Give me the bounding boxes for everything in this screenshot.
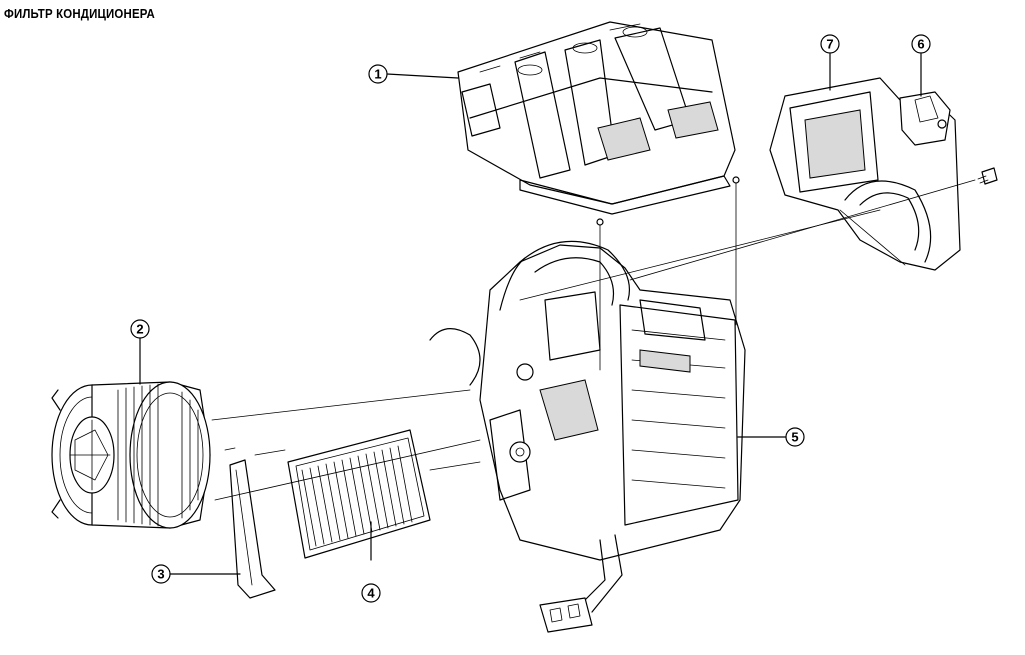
- screw: [977, 167, 998, 185]
- callout-label: 5: [791, 430, 798, 445]
- callout-label: 3: [157, 567, 164, 582]
- callout-7: 7: [820, 34, 840, 54]
- cabin-filter-part-4: [287, 429, 431, 559]
- callout-3: 3: [151, 564, 171, 584]
- callout-label: 4: [367, 586, 375, 601]
- leader-lines: [139, 53, 922, 575]
- page-title: ФИЛЬТР КОНДИЦИОНЕРА: [4, 6, 156, 21]
- callout-1: 1: [368, 64, 388, 84]
- callout-2: 2: [130, 319, 150, 339]
- callout-label: 6: [917, 37, 924, 52]
- callout-6: 6: [911, 34, 931, 54]
- air-duct-part-1: [457, 21, 740, 226]
- callout-label: 7: [826, 37, 833, 52]
- filter-cover-part-3: [229, 459, 276, 599]
- blower-fan-part-2: [51, 381, 211, 529]
- callout-5: 5: [785, 427, 805, 447]
- alignment-lines: [211, 179, 976, 501]
- resistor-part-6: [899, 91, 951, 146]
- callout-label: 2: [136, 322, 143, 337]
- callout-4: 4: [361, 583, 381, 603]
- hvac-unit-part-5: [429, 240, 746, 633]
- callout-label: 1: [374, 67, 381, 82]
